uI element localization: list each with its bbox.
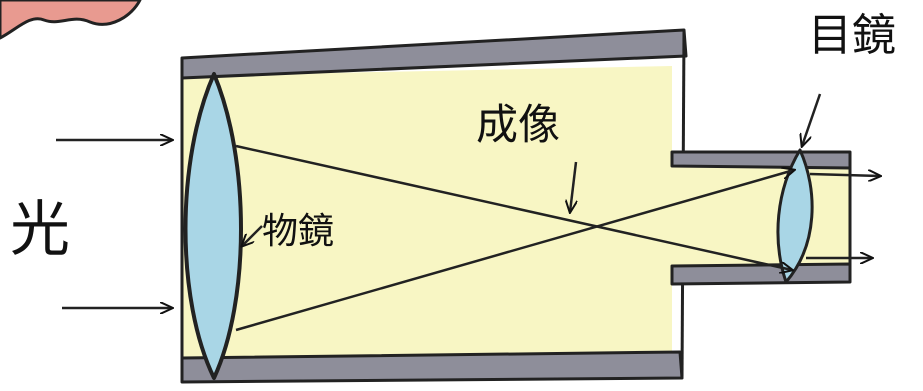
main-tube-interior [182, 66, 672, 360]
outgoing-light-arrow-top [809, 174, 880, 176]
eyepiece-label: 目鏡 [808, 10, 896, 61]
eyepiece-tube-top-rim [670, 150, 852, 170]
light-ray-upper [235, 144, 792, 270]
image-label: 成像 [476, 100, 561, 149]
eyepiece-lens [776, 148, 814, 284]
main-tube-bottom-rim [180, 350, 684, 384]
objective-label: 物鏡 [262, 211, 335, 252]
light-ray-lower [235, 170, 794, 332]
eyepiece-pointer-arrow [802, 93, 822, 146]
cloud-shape [0, 0, 142, 40]
eyepiece-tube-bottom-rim [670, 262, 852, 286]
objective-pointer-arrow [242, 225, 263, 246]
light-label: 光 [10, 195, 70, 265]
image-pointer-arrow [570, 161, 576, 212]
objective-lens [183, 72, 243, 380]
